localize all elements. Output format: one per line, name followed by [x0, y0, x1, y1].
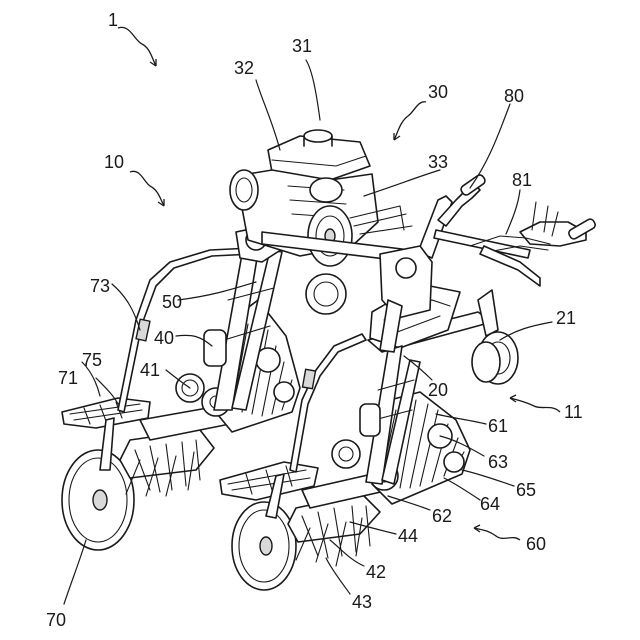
arrow-11	[510, 398, 560, 412]
label-62: 62	[432, 506, 452, 526]
label-61: 61	[488, 416, 508, 436]
arrow-10	[130, 171, 164, 206]
label-71: 71	[58, 368, 78, 388]
left-tiller-rotor	[120, 430, 214, 496]
label-80: 80	[504, 86, 524, 106]
label-32: 32	[234, 58, 254, 78]
label-40: 40	[154, 328, 174, 348]
label-42: 42	[366, 562, 386, 582]
label-41: 41	[140, 360, 160, 380]
label-1: 1	[108, 10, 118, 30]
label-21: 21	[556, 308, 576, 328]
label-70: 70	[46, 610, 66, 630]
label-63: 63	[488, 452, 508, 472]
label-43: 43	[352, 592, 372, 612]
label-73: 73	[90, 276, 110, 296]
right-tiller-rotor	[288, 494, 380, 566]
label-20: 20	[428, 380, 448, 400]
handle-mast	[418, 196, 452, 258]
label-50: 50	[162, 292, 182, 312]
arrow-30	[394, 102, 426, 140]
label-31: 31	[292, 36, 312, 56]
label-11: 11	[564, 402, 583, 422]
arrow-1	[118, 27, 156, 66]
label-10: 10	[104, 152, 124, 172]
drive-pulley-33	[306, 206, 352, 314]
label-65: 65	[516, 480, 536, 500]
label-64: 64	[480, 494, 500, 514]
label-30: 30	[428, 82, 448, 102]
label-33: 33	[428, 152, 448, 172]
label-75: 75	[82, 350, 102, 370]
label-81: 81	[512, 170, 532, 190]
arrow-60	[474, 528, 520, 540]
fuel-cap	[304, 130, 332, 142]
label-60: 60	[526, 534, 546, 554]
label-44: 44	[398, 526, 418, 546]
